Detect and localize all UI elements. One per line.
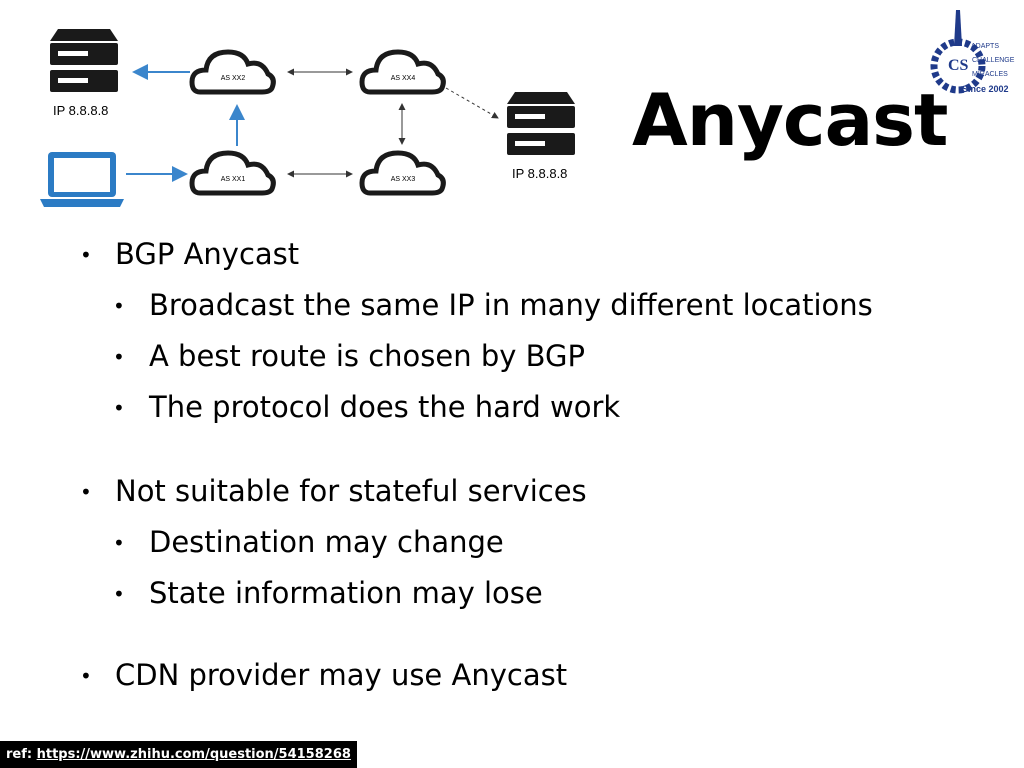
bullet-item: • BGP Anycast [80,237,300,271]
university-logo: CS ADAPTS CHALLENGE MIRACLES Since 2002 [930,10,1015,94]
bullet-item: • Not suitable for stateful services [80,474,587,508]
server-right-label: IP 8.8.8.8 [512,166,567,181]
bullet-item: • The protocol does the hard work [113,390,621,424]
cloud-as-xx4-label: AS XX4 [391,75,416,82]
server-top-left-label: IP 8.8.8.8 [53,103,108,118]
cloud-icon-as-xx2: AS XX2 [189,49,276,95]
server-icon-top-left [50,29,118,92]
bullet-dot: • [80,480,92,504]
slide-title: Anycast [632,78,948,162]
bullet-dot: • [113,294,125,318]
bullet-text: BGP Anycast [115,237,300,271]
bullet-text: Not suitable for stateful services [115,474,587,508]
bullet-item: • A best route is chosen by BGP [113,339,585,373]
link-as-xx4-to-server [445,87,499,119]
bullet-item: • State information may lose [113,576,543,610]
bullet-dot: • [113,396,125,420]
laptop-icon [40,152,124,207]
bullet-text: Broadcast the same IP in many different … [149,288,873,322]
bullet-text: State information may lose [149,576,543,610]
reference-prefix: ref: [6,747,37,762]
cloud-icon-as-xx3: AS XX3 [359,150,446,196]
bullet-item: • Destination may change [113,525,504,559]
logo-line-1: ADAPTS [971,43,999,50]
logo-line-4: Since 2002 [962,84,1009,94]
bullet-text: CDN provider may use Anycast [115,658,568,692]
bullet-dot: • [80,243,92,267]
bullet-dot: • [113,345,125,369]
bullet-text: A best route is chosen by BGP [149,339,585,373]
bullet-dot: • [113,531,125,555]
logo-initials: CS [948,57,969,74]
bullet-text: Destination may change [149,525,504,559]
bullet-dot: • [113,582,125,606]
cloud-as-xx2-label: AS XX2 [221,75,246,82]
bullet-item: • CDN provider may use Anycast [80,658,568,692]
logo-line-3: MIRACLES [972,71,1008,78]
bullet-text: The protocol does the hard work [149,390,621,424]
cloud-as-xx3-label: AS XX3 [391,176,416,183]
reference-link[interactable]: https://www.zhihu.com/question/54158268 [36,747,351,762]
bullet-item: • Broadcast the same IP in many differen… [113,288,873,322]
logo-line-2: CHALLENGE [972,57,1015,64]
bullet-dot: • [80,664,92,688]
cloud-icon-as-xx1: AS XX1 [189,150,276,196]
anycast-network-diagram: IP 8.8.8.8 AS XX2 AS XX4 AS XX1 AS XX3 I… [40,29,575,207]
reference-footer: ref: https://www.zhihu.com/question/5415… [0,741,357,768]
cloud-as-xx1-label: AS XX1 [221,176,246,183]
server-icon-right [507,92,575,155]
cloud-icon-as-xx4: AS XX4 [359,49,446,95]
